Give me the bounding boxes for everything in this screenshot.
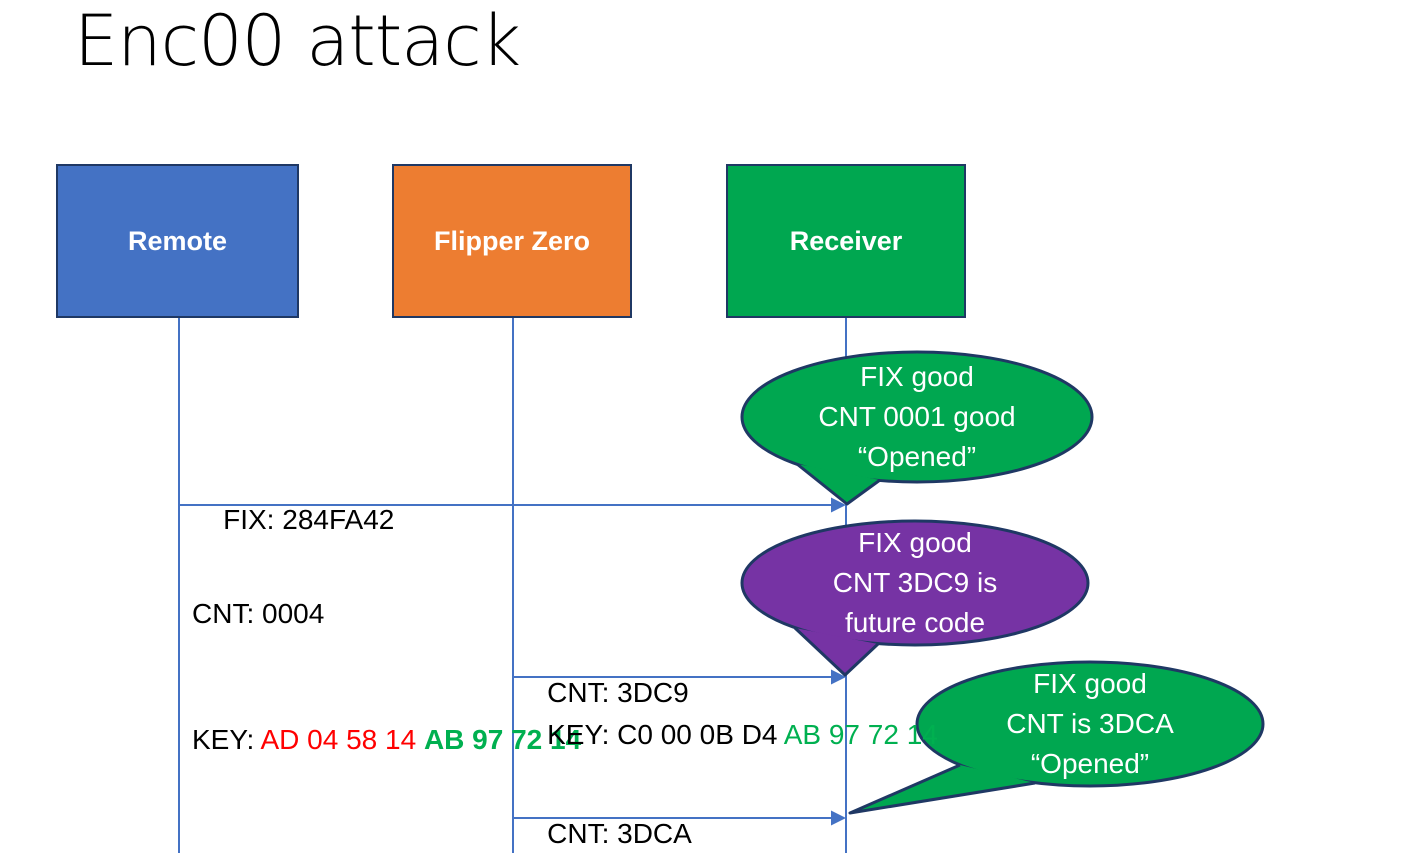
message-arrow-1-head-icon [831, 497, 846, 513]
callout-1-tail-outline [796, 462, 881, 506]
message-2-cnt-text: CNT: 3DC9 [547, 677, 689, 708]
callout-bubble-1 [740, 350, 1094, 506]
message-2-label-cnt: CNT: 3DC9 [516, 639, 689, 747]
callout-1-line3: “Opened” [857, 441, 977, 472]
message-2-key-green-bytes: AB 97 72 14 [783, 719, 938, 750]
message-1-key-red-bytes: AD 04 58 14 [260, 724, 424, 755]
message-1-key-green-bytes: AB 97 72 14 [423, 724, 582, 755]
callout-2-text: FIX good CNT 3DC9 is future code [740, 523, 1090, 643]
callout-1-text: FIX good CNT 0001 good “Opened” [742, 357, 1092, 477]
callout-1-line1: FIX good [860, 361, 974, 392]
callout-3-line3: “Opened” [1030, 748, 1150, 779]
callout-3-ellipse [915, 660, 1265, 788]
actor-box-remote: Remote [56, 164, 299, 318]
callout-1-line2: CNT 0001 good [818, 401, 1016, 432]
message-2-label-key: KEY: C0 00 0B D4 AB 97 72 14 [516, 681, 938, 789]
message-3-cnt-text: CNT: 3DCA [547, 818, 692, 849]
message-3-label-cnt: CNT: 3DCA [516, 780, 692, 859]
callout-2-line3: future code [844, 607, 986, 638]
actor-label-remote: Remote [127, 225, 228, 256]
callout-2-line2: CNT 3DC9 is [832, 567, 998, 598]
actor-box-flipper-zero: Flipper Zero [392, 164, 632, 318]
callout-3-tail-outline [848, 763, 1036, 815]
callout-1-ellipse [740, 350, 1094, 484]
message-1-key-text: KEY: AD 04 58 14 AB 97 72 14 [192, 719, 581, 761]
slide-title: Enc00 attack [74, 0, 521, 82]
message-1-label-cnt-key: CNT: 0004 KEY: AD 04 58 14 AB 97 72 14 [192, 509, 581, 845]
callout-2-tail-outline [793, 626, 880, 677]
actor-label-flipper-zero: Flipper Zero [433, 225, 590, 256]
callout-2-ellipse [740, 519, 1090, 647]
message-1-fix-text: FIX: 284FA42 [223, 504, 395, 535]
callout-bubble-2 [740, 519, 1090, 677]
callout-3-line1: FIX good [1033, 668, 1147, 699]
message-3-label-key: KEY: C0 02 8A 33 AB 97 72 14 [516, 822, 932, 859]
callout-2-line1: FIX good [858, 527, 972, 558]
callout-3-text: FIX good CNT is 3DCA “Opened” [915, 664, 1265, 784]
callout-3-tail [850, 765, 1035, 813]
actor-box-receiver: Receiver [726, 164, 966, 318]
callout-3-line2: CNT is 3DCA [1006, 708, 1174, 739]
message-1-label-fix: FIX: 284FA42 [192, 466, 394, 574]
callout-bubble-3 [848, 660, 1265, 815]
message-arrow-3-head-icon [831, 810, 846, 826]
message-1-cnt-text: CNT: 0004 [192, 598, 325, 629]
actor-label-receiver: Receiver [789, 225, 903, 256]
message-arrow-2-head-icon [831, 669, 846, 685]
message-2-key-prefix: KEY: C0 00 0B D4 [547, 719, 784, 750]
message-1-key-prefix: KEY: [192, 724, 261, 755]
